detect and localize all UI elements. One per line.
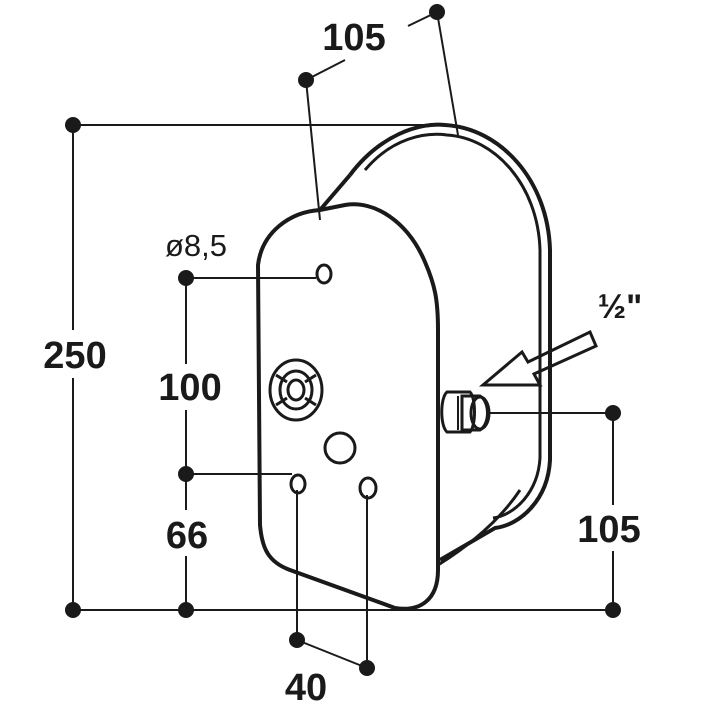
dim-hole-spacing-horizontal: 40 (285, 490, 375, 709)
dim-depth-top: 105 (298, 4, 459, 221)
side-fitting (440, 390, 491, 434)
label-hole-diameter: ø8,5 (165, 228, 227, 263)
label-105-top: 105 (322, 17, 385, 59)
label-250: 250 (43, 335, 106, 377)
label-40: 40 (285, 667, 327, 709)
cable-gland (268, 358, 324, 422)
housing-front (255, 173, 522, 611)
dim-fitting-height: 105 (490, 405, 654, 618)
dim-height-total: 250 (38, 117, 613, 618)
fitting-arrow (478, 329, 598, 387)
hole-top (315, 263, 333, 285)
label-105-right: 105 (577, 509, 640, 551)
housing-back (348, 122, 552, 562)
label-fitting-size: ½" (598, 288, 642, 326)
mounting-holes (289, 263, 378, 500)
dim-hole-spacing-vertical: 100 66 (150, 270, 316, 618)
label-100: 100 (158, 367, 221, 409)
label-66: 66 (166, 515, 208, 557)
hole-center (323, 431, 357, 465)
